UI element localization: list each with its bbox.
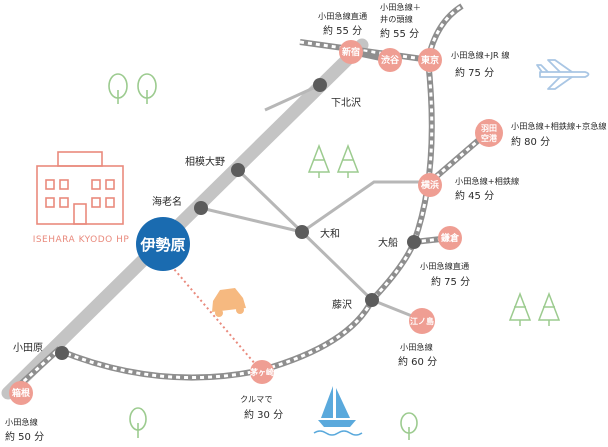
station-label-enoshima: 江ノ島 (410, 316, 434, 326)
station-label-haneda-2: 空港 (481, 133, 498, 143)
dark-stations (55, 78, 421, 360)
station-label-sagamiono: 相模大野 (185, 155, 225, 168)
route-shibuya-2: 井の頭線 (380, 14, 413, 24)
pink-stations[interactable] (9, 40, 503, 405)
sailboat-icon (313, 386, 363, 436)
time-kamakura: 約 75 分 (431, 275, 470, 288)
odakyu-main-line (1, 38, 369, 400)
enoshima-line (236, 168, 423, 322)
station-label-fujisawa: 藤沢 (332, 298, 352, 311)
station-hakone[interactable] (9, 381, 33, 405)
airplane-icon (536, 59, 590, 90)
time-enoshima: 約 60 分 (398, 355, 437, 368)
station-label-ebina: 海老名 (152, 195, 182, 208)
station-label-hakone: 箱根 (12, 387, 31, 399)
time-chigasaki: 約 30 分 (244, 408, 283, 421)
station-label-yamato: 大和 (320, 227, 340, 240)
station-kamakura[interactable] (438, 226, 462, 250)
station-label-kamakura: 鎌倉 (440, 232, 460, 244)
tree-icon (108, 73, 418, 440)
connector-line (200, 206, 303, 234)
station-label-odawara: 小田原 (13, 342, 43, 354)
tree-icon (307, 143, 561, 326)
time-tokyo: 約 75 分 (455, 66, 494, 79)
building-icon (36, 151, 124, 225)
station-label-ofuna: 大船 (378, 236, 398, 249)
station-label-haneda-1: 羽田 (481, 124, 497, 133)
route-enoshima: 小田急線 (400, 342, 433, 352)
station-shibuya[interactable] (378, 48, 402, 72)
time-shinjuku: 約 55 分 (323, 24, 362, 37)
jr-line (9, 3, 490, 395)
station-label-shibuya: 渋谷 (381, 54, 400, 66)
station-shinjuku[interactable] (339, 40, 363, 64)
route-kamakura: 小田急線直通 (420, 261, 469, 271)
car-route (167, 261, 263, 373)
route-shinjuku: 小田急線直通 (318, 11, 367, 21)
station-tokyo[interactable] (418, 48, 442, 72)
car-icon (212, 288, 246, 317)
route-chigasaki: クルマで (240, 394, 273, 404)
station-haneda[interactable] (475, 119, 503, 147)
station-chigasaki[interactable] (250, 360, 274, 384)
connector-line (264, 83, 321, 112)
station-label-shimokitazawa: 下北沢 (331, 96, 361, 109)
station-label-yokohama: 横浜 (421, 179, 439, 191)
station-yokohama[interactable] (418, 173, 442, 197)
route-hakone: 小田急線 (5, 417, 38, 427)
time-yokohama: 約 45 分 (455, 189, 494, 202)
station-label-shinjuku: 新宿 (342, 46, 360, 58)
route-haneda: 小田急線+相鉄線+京急線 (511, 121, 607, 131)
time-haneda: 約 80 分 (511, 135, 550, 148)
site-title: ISEHARA KYODO HP (33, 235, 130, 245)
hub-station-icon[interactable] (136, 217, 190, 271)
time-shibuya: 約 55 分 (380, 27, 419, 40)
hub-station-label: 伊勢原 (139, 236, 185, 254)
sotetsu-line (301, 180, 430, 234)
station-label-tokyo: 東京 (421, 54, 439, 66)
route-yokohama: 小田急線+相鉄線 (455, 176, 519, 186)
station-enoshima[interactable] (409, 308, 435, 334)
route-tokyo: 小田急線+JR 線 (451, 50, 510, 60)
station-label-chigasaki: 茅ヶ崎 (249, 367, 274, 377)
route-shibuya-1: 小田急線＋ (380, 2, 421, 12)
time-hakone: 約 50 分 (5, 430, 44, 443)
